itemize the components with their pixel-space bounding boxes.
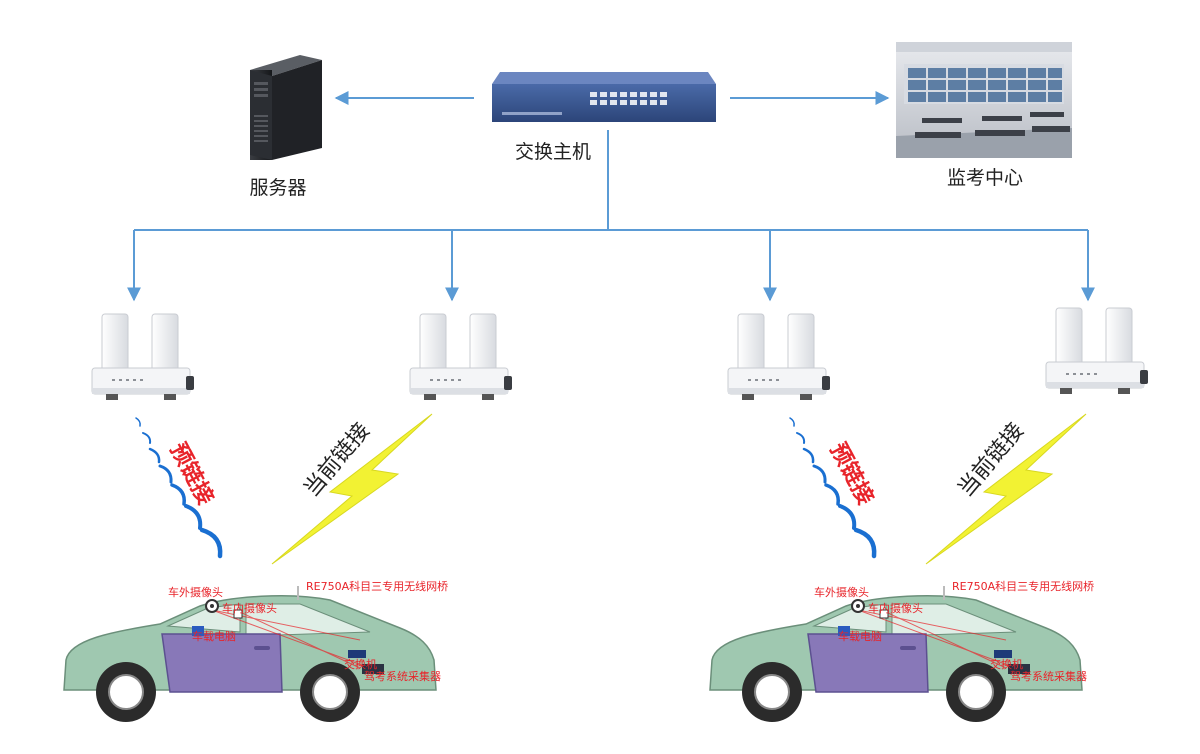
current-link-bolt-left	[271, 413, 433, 565]
server-icon	[250, 55, 322, 160]
current-link-bolt-right	[925, 413, 1087, 565]
car-collector-label-left: 驾考系统采集器	[364, 669, 441, 683]
wireless-bridge-icon	[409, 313, 513, 401]
car-int-camera-label-left: 车内摄像头	[222, 601, 277, 615]
car-int-camera-label-right: 车内摄像头	[868, 601, 923, 615]
car-computer-label-left: 车载电脑	[192, 629, 236, 643]
connection-lines	[127, 91, 1095, 302]
pre-link-label-right: 预链接	[825, 439, 879, 509]
car-ext-camera-label-right: 车外摄像头	[814, 585, 869, 599]
car-collector-label-right: 驾考系统采集器	[1010, 669, 1087, 683]
network-switch-icon	[492, 72, 716, 122]
car-ext-camera-label-left: 车外摄像头	[168, 585, 223, 599]
car-bridge-label-right: RE750A科目三专用无线网桥	[952, 579, 1094, 593]
wireless-bridge-icon	[91, 313, 194, 400]
wireless-bridge-icon	[1045, 307, 1149, 395]
switch-label: 交换主机	[515, 141, 591, 163]
car-icon	[63, 586, 437, 722]
monitor-label: 监考中心	[947, 167, 1023, 189]
wireless-bridge-icon	[727, 313, 831, 401]
pre-link-waves-right	[789, 417, 877, 559]
pre-link-label-left: 预链接	[165, 439, 219, 509]
server-label: 服务器	[249, 177, 306, 199]
car-switch-label-left: 交换机	[344, 657, 377, 671]
pre-link-waves-left	[135, 417, 223, 559]
car-switch-label-right: 交换机	[990, 657, 1023, 671]
car-bridge-label-left: RE750A科目三专用无线网桥	[306, 579, 448, 593]
car-computer-label-right: 车载电脑	[838, 629, 882, 643]
monitor-center-icon	[896, 42, 1072, 158]
